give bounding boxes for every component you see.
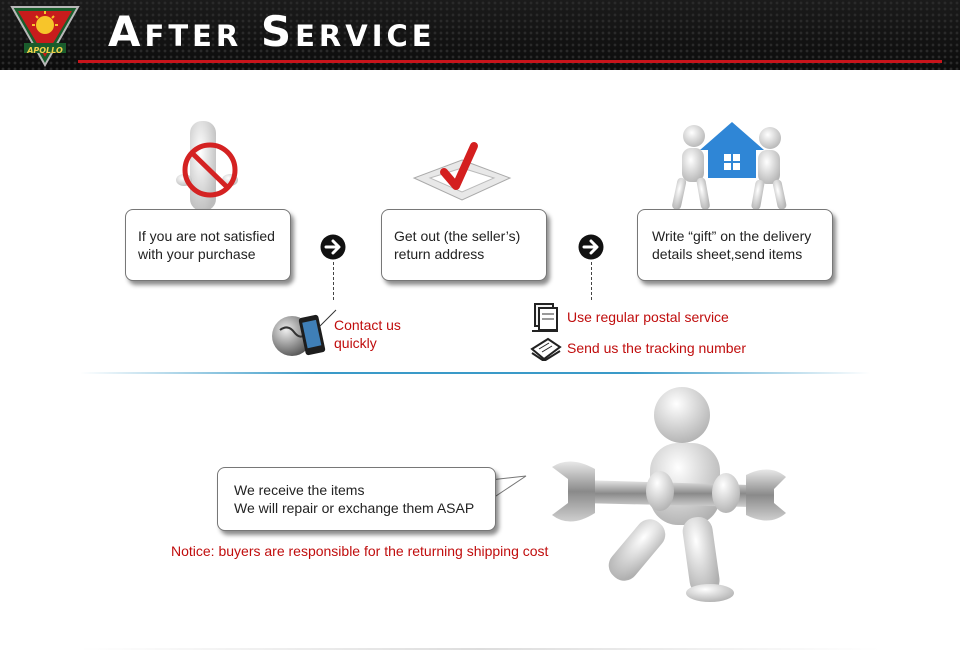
arrow-right-icon: [578, 234, 604, 260]
section-divider: [80, 372, 870, 374]
prohibition-figure-icon: [176, 121, 238, 211]
shipping-notice: Notice: buyers are responsible for the r…: [171, 543, 549, 559]
step-box-return-address: Get out (the seller’s) return address: [381, 209, 547, 281]
connector-line: [591, 262, 592, 300]
wrench-figure-icon: [552, 387, 786, 602]
moving-house-icon: [672, 122, 787, 210]
globe-phone-icon: [272, 314, 326, 356]
tracking-card-icon: [530, 337, 562, 361]
step-1-line-2: with your purchase: [138, 246, 256, 262]
step-3-line-2: details sheet,send items: [652, 246, 803, 262]
logo-text: APOLLO: [27, 46, 63, 55]
step-box-not-satisfied: If you are not satisfied with your purch…: [125, 209, 291, 281]
document-icon: [532, 303, 558, 332]
contact-line-1: Contact us: [334, 317, 401, 333]
step-2-line-1: Get out (the seller’s): [394, 228, 521, 244]
checkmark-box-icon: [412, 142, 512, 201]
apollo-logo-icon: [10, 6, 80, 67]
page-title: After Service: [108, 7, 436, 56]
arrow-right-icon: [320, 234, 346, 260]
postal-tracking-text: Send us the tracking number: [567, 340, 746, 356]
contact-line-2: quickly: [334, 335, 377, 351]
repair-line-1: We receive the items: [234, 482, 365, 498]
step-box-write-gift: Write “gift” on the delivery details she…: [637, 209, 833, 281]
repair-speech-bubble: We receive the items We will repair or e…: [217, 467, 496, 531]
step-3-line-1: Write “gift” on the delivery: [652, 228, 812, 244]
speech-bubble-tail: [490, 475, 527, 501]
repair-line-2: We will repair or exchange them ASAP: [234, 500, 475, 516]
pointer-line: [319, 309, 337, 327]
header-underline: [78, 60, 942, 63]
header-bar: APOLLO After Service: [0, 0, 960, 70]
bottom-divider: [80, 648, 880, 650]
step-1-line-1: If you are not satisfied: [138, 228, 275, 244]
postal-regular-text: Use regular postal service: [567, 309, 729, 325]
connector-line: [333, 262, 334, 300]
step-2-line-2: return address: [394, 246, 485, 262]
